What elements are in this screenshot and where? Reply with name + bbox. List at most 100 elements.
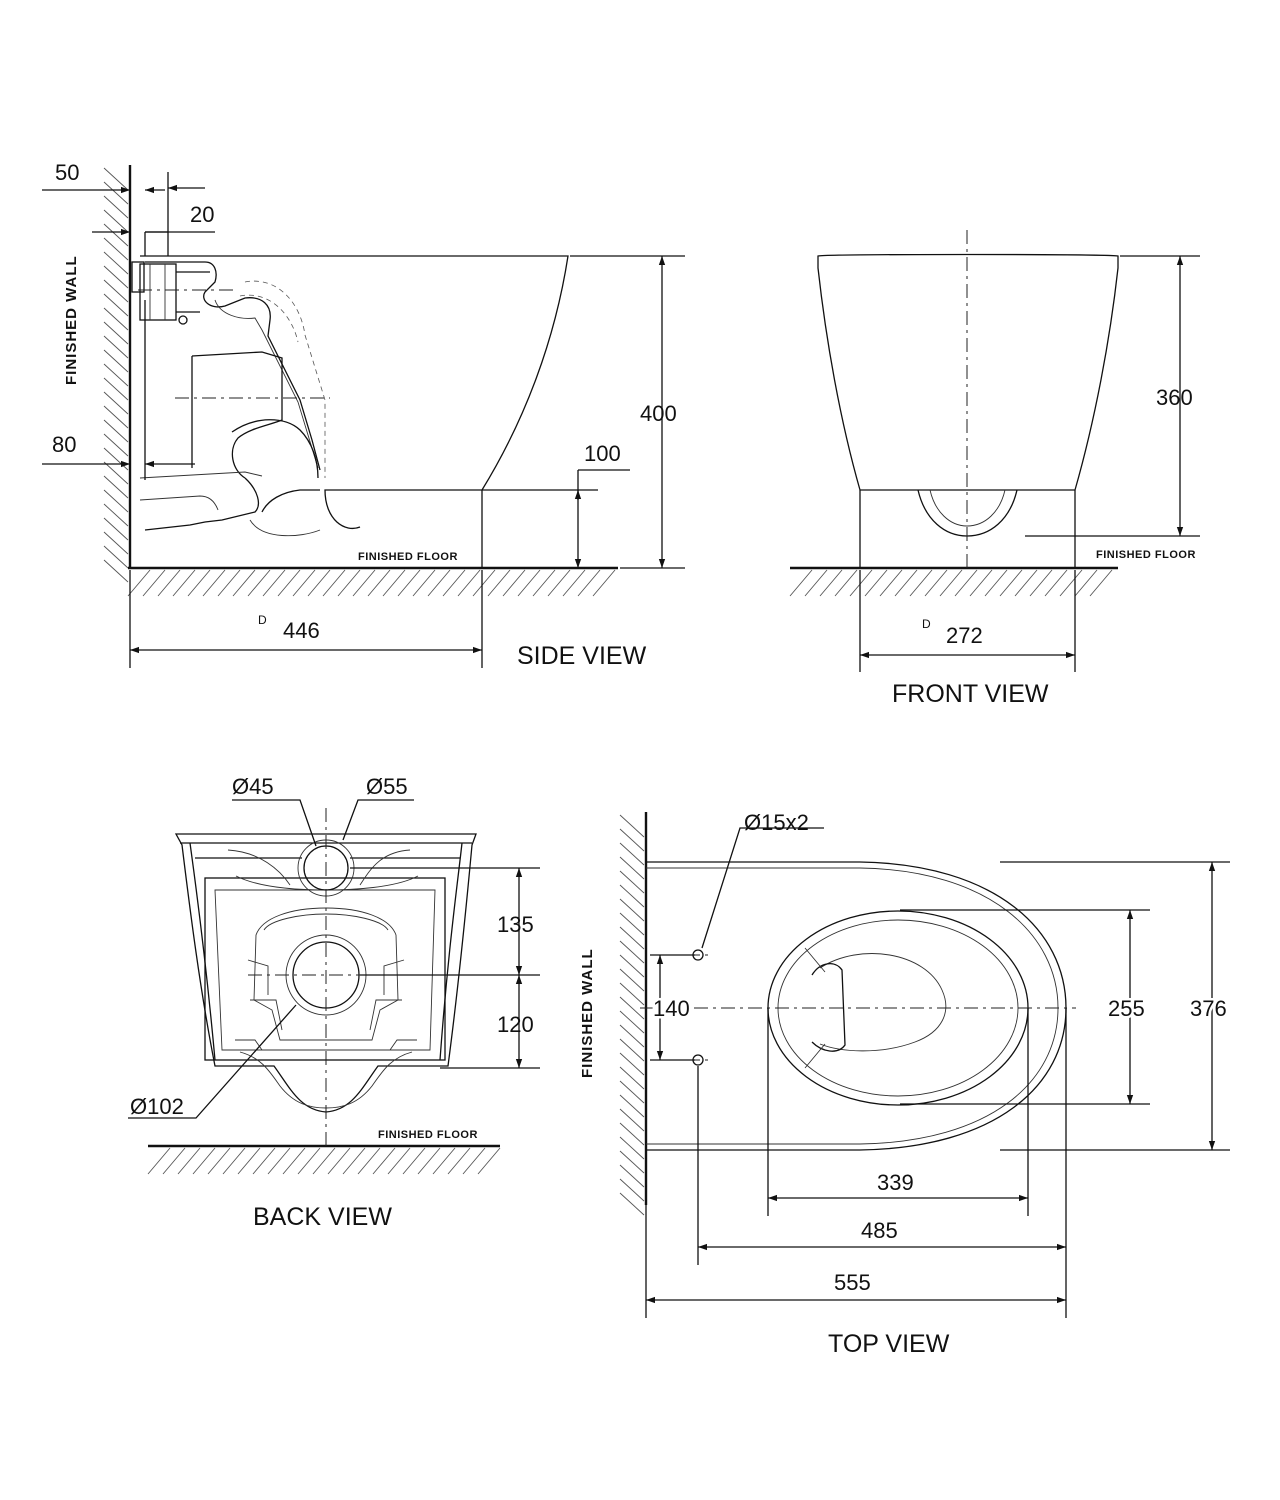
top-dim-376: 376 <box>1190 996 1227 1021</box>
hatch-line <box>619 996 645 1020</box>
hatch-line <box>207 1147 231 1175</box>
hatch-line <box>954 569 978 597</box>
back-view-title: BACK VIEW <box>253 1203 392 1231</box>
hatch-line <box>999 569 1023 597</box>
hatch-line <box>619 926 645 950</box>
hatch-line <box>103 265 129 289</box>
back-dim-135: 135 <box>497 912 534 937</box>
hatch-line <box>177 1147 201 1175</box>
back-frame <box>204 877 446 1061</box>
hatch-line <box>517 569 541 597</box>
hatch-line <box>232 569 256 597</box>
hatch-line <box>217 569 241 597</box>
hatch-line <box>619 1066 645 1090</box>
front-bowl-outline <box>817 253 1119 491</box>
side-dim-100: 100 <box>584 441 621 466</box>
hatch-line <box>103 391 129 415</box>
hatch-line <box>619 1150 645 1174</box>
hatch-line <box>417 1147 441 1175</box>
hatch-line <box>412 569 436 597</box>
hatch-line <box>367 569 391 597</box>
hatch-line <box>619 1052 645 1076</box>
hatch-line <box>804 569 828 597</box>
hatch-line <box>382 569 406 597</box>
hatch-line <box>619 1010 645 1034</box>
hatch-line <box>103 377 129 401</box>
front-dim-272: 272 <box>946 623 983 648</box>
hatch-line <box>192 1147 216 1175</box>
hatch-line <box>187 569 211 597</box>
hatch-line <box>103 419 129 443</box>
hatch-line <box>789 569 813 597</box>
hatch-line <box>103 251 129 275</box>
hatch-line <box>103 349 129 373</box>
hatch-line <box>103 461 129 485</box>
back-dim-phi45: Ø45 <box>232 774 274 799</box>
back-dim-phi102: Ø102 <box>130 1094 184 1119</box>
side-bowl-profile <box>140 255 569 529</box>
hatch-line <box>103 517 129 541</box>
hatch-line <box>619 940 645 964</box>
hatch-line <box>1074 569 1098 597</box>
side-view: 50 20 80 FINISHED WALL 400 100 FINISHED … <box>42 160 685 670</box>
hatch-line <box>1044 569 1068 597</box>
hatch-line <box>619 1080 645 1104</box>
hatch-line <box>307 569 331 597</box>
hatch-line <box>619 870 645 894</box>
hatch-line <box>1089 569 1113 597</box>
hatch-line <box>372 1147 396 1175</box>
top-wall-hatch <box>619 814 645 1216</box>
hatch-line <box>103 209 129 233</box>
side-dim-20: 20 <box>190 202 214 227</box>
hatch-line <box>487 569 511 597</box>
hatch-line <box>103 167 129 191</box>
hatch-line <box>127 569 151 597</box>
hatch-line <box>477 1147 501 1175</box>
hatch-line <box>262 569 286 597</box>
hatch-line <box>222 1147 246 1175</box>
hatch-line <box>619 968 645 992</box>
hatch-line <box>103 447 129 471</box>
side-depth-symbol: D <box>258 613 267 627</box>
side-wall-hatch <box>103 167 129 583</box>
hatch-line <box>103 279 129 303</box>
hatch-line <box>619 898 645 922</box>
back-floor-label: FINISHED FLOOR <box>378 1129 478 1141</box>
hatch-line <box>1059 569 1083 597</box>
hatch-line <box>619 1094 645 1118</box>
hatch-line <box>457 569 481 597</box>
hatch-line <box>172 569 196 597</box>
hatch-line <box>103 307 129 331</box>
hatch-line <box>619 982 645 1006</box>
hatch-line <box>619 1108 645 1132</box>
hatch-line <box>142 569 166 597</box>
side-floor-hatch <box>127 569 616 597</box>
side-dim-400: 400 <box>640 401 677 426</box>
hatch-line <box>327 1147 351 1175</box>
hatch-line <box>402 1147 426 1175</box>
hatch-line <box>619 1136 645 1160</box>
hatch-line <box>103 531 129 555</box>
hatch-line <box>619 1178 645 1202</box>
side-wall-label: FINISHED WALL <box>63 255 80 385</box>
top-view-title: TOP VIEW <box>828 1330 950 1358</box>
side-floor-label: FINISHED FLOOR <box>358 551 458 563</box>
hatch-line <box>532 569 556 597</box>
hatch-line <box>619 856 645 880</box>
hatch-line <box>103 195 129 219</box>
hatch-line <box>939 569 963 597</box>
hatch-line <box>619 814 645 838</box>
hatch-line <box>103 321 129 345</box>
back-floor-hatch <box>147 1147 501 1175</box>
top-dim-phi15x2: Ø15x2 <box>744 810 809 835</box>
front-floor-label: FINISHED FLOOR <box>1096 549 1196 561</box>
hatch-line <box>292 569 316 597</box>
hatch-line <box>103 489 129 513</box>
hatch-line <box>864 569 888 597</box>
hatch-line <box>619 1038 645 1062</box>
hatch-line <box>619 954 645 978</box>
hatch-line <box>247 569 271 597</box>
top-view: Ø15x2 140 FINISHED WALL 255 376 339 485 … <box>579 810 1230 1358</box>
hatch-line <box>592 569 616 597</box>
